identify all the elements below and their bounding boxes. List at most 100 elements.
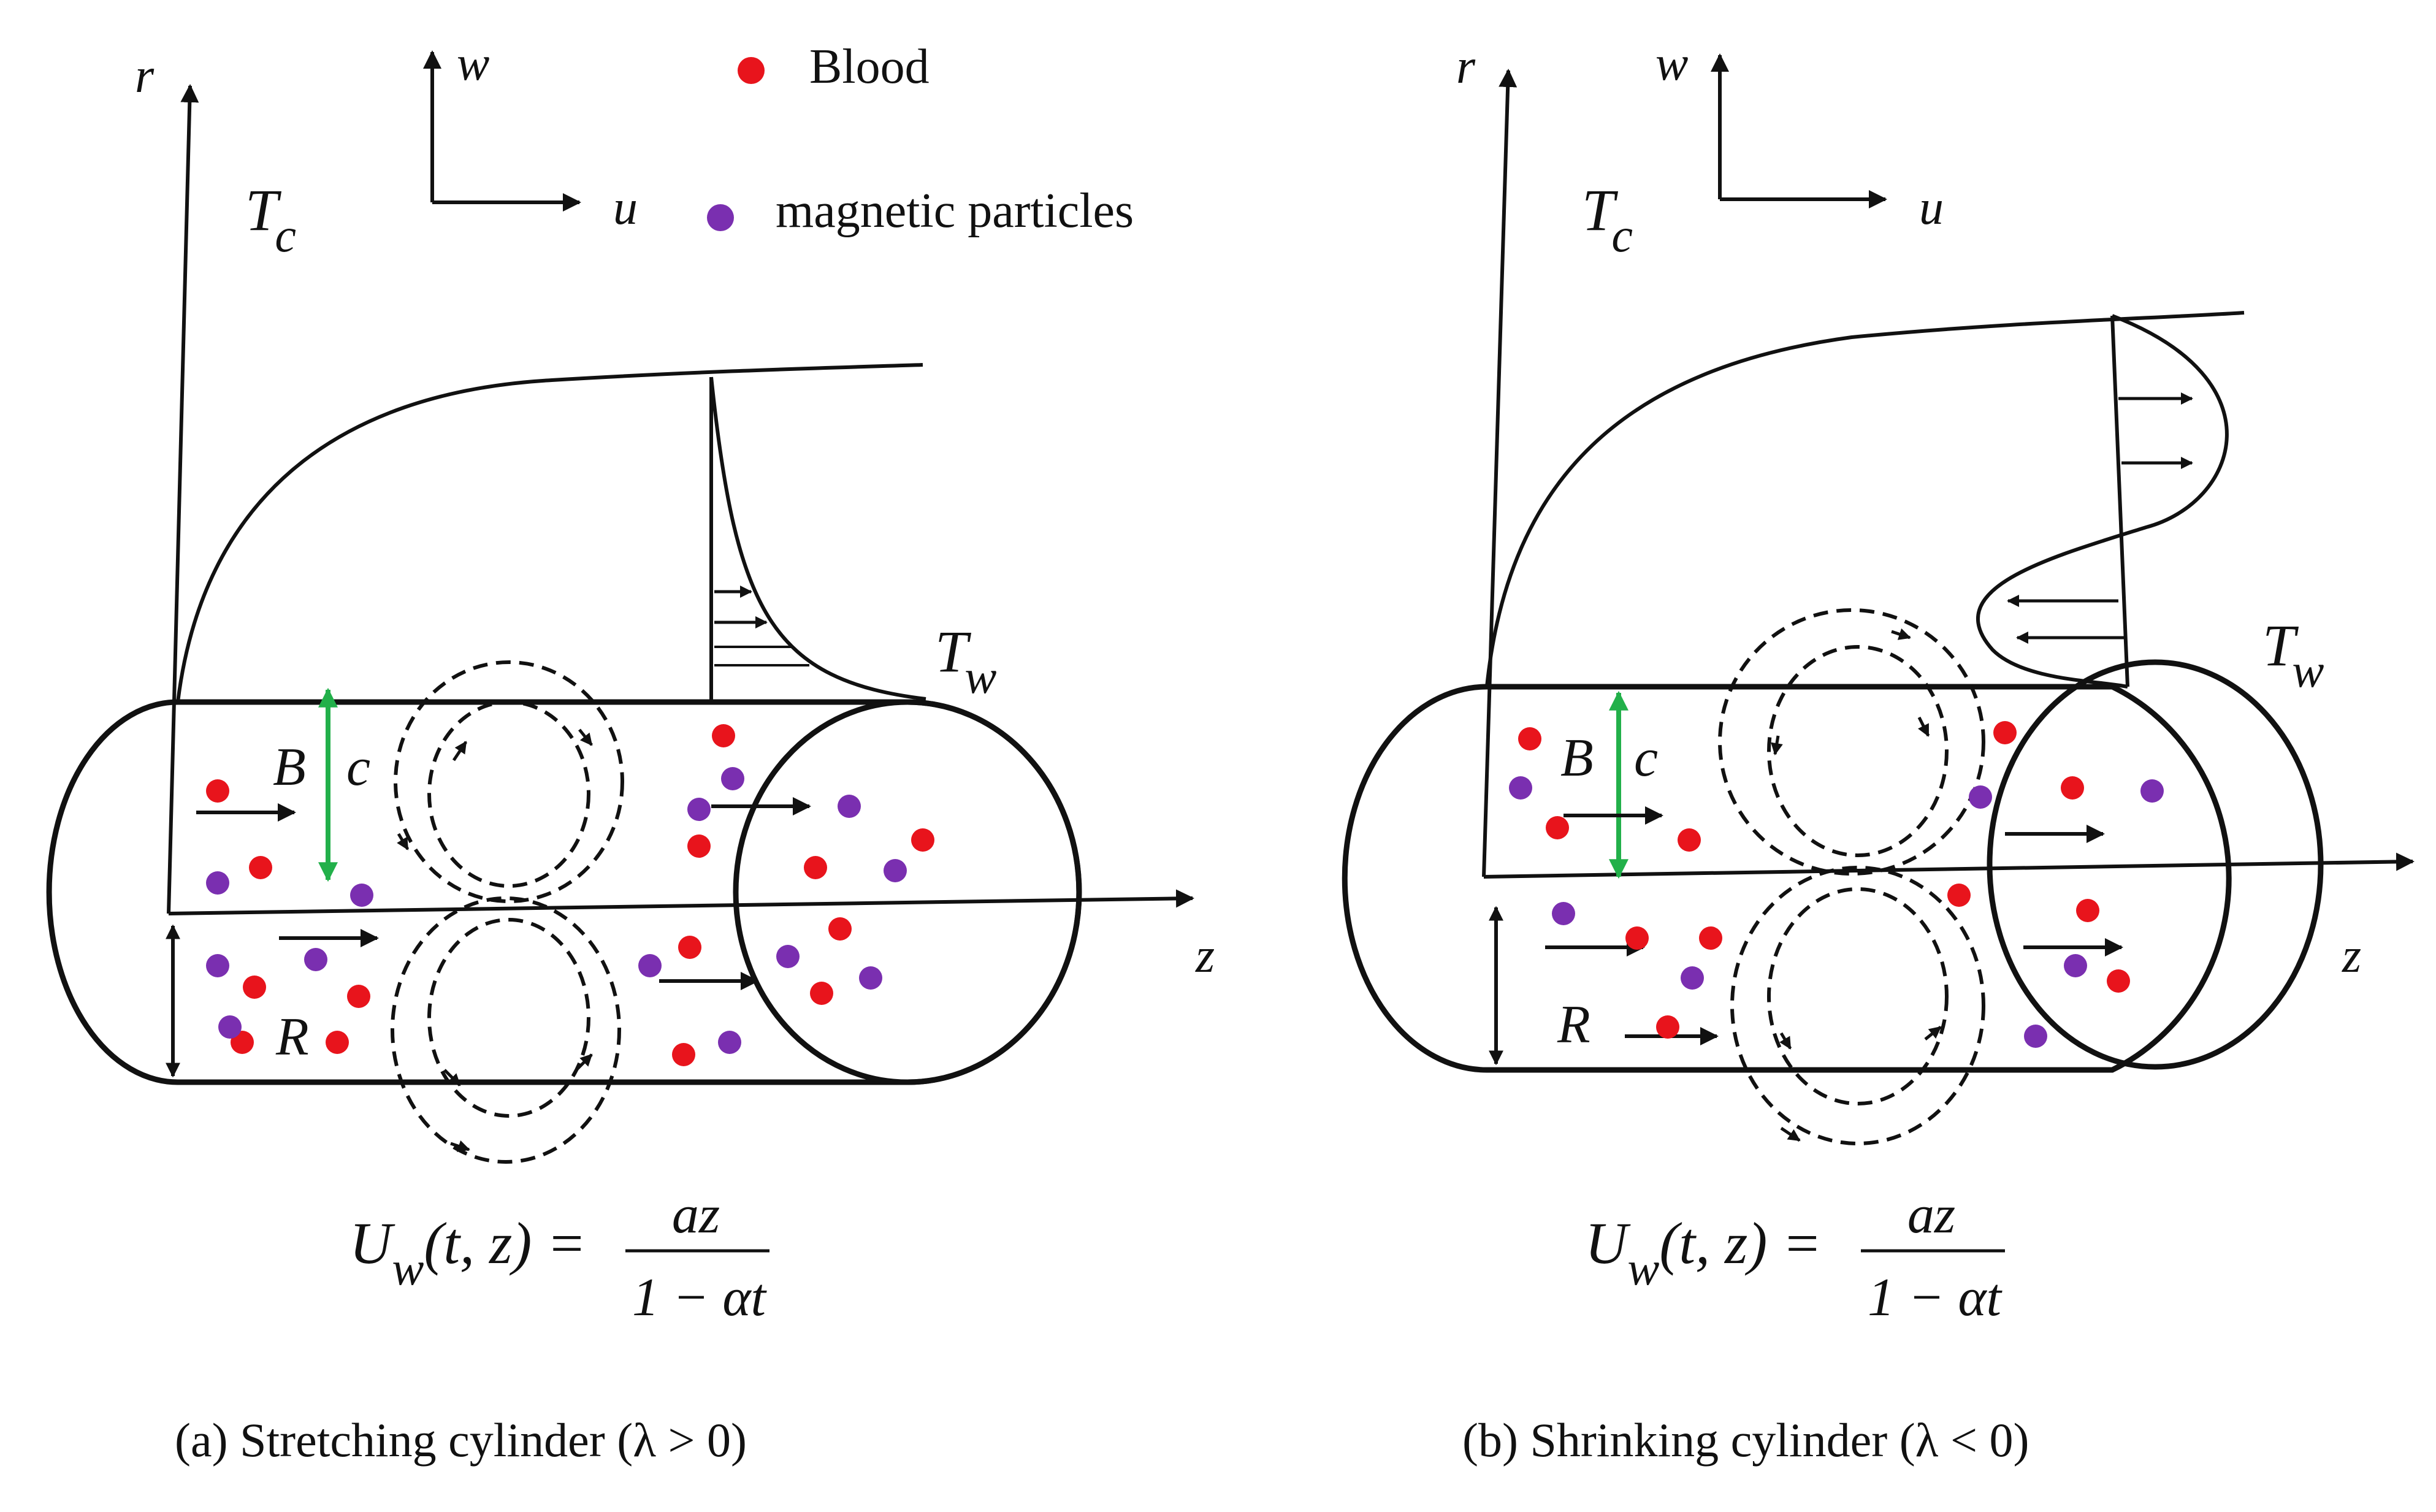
blood-cell [1699,926,1722,950]
svg-text:Uw(t, z) =: Uw(t, z) = [1585,1210,1822,1295]
vortex-arrow-a4 [443,1069,461,1086]
magnetic-particle [206,954,229,977]
svg-text:Uw(t, z) =: Uw(t, z) = [349,1210,586,1295]
vortex-b-upper-outer [1718,608,1985,876]
formula-a: Uw(t, z) = az 1 − αt [349,1185,769,1327]
blood-cell [206,779,229,803]
cylinder-b [1342,684,2232,1073]
caption-a: (a) Stretching cylinder (λ > 0) [175,1413,747,1467]
magnetic-particle [218,1015,242,1039]
magnetic-particle [859,966,882,990]
r-label-b: r [1456,40,1476,94]
blood-cell [1947,884,1971,907]
blood-cell [1518,727,1541,750]
panel-b: r z R B c Tc Tw w u [1342,37,2415,1467]
z-axis-b [1483,852,2415,879]
blood-cell [326,1031,349,1054]
boundary-layer-curve-a [176,363,923,703]
z-label-b: z [2342,929,2361,983]
blood-cell [2076,899,2099,922]
svg-text:az: az [672,1185,720,1245]
magnetic-particle [1509,776,1532,800]
magnetic-particle [1969,785,1992,809]
B-label-a: B [273,738,306,797]
magnetic-particle [1552,902,1575,925]
magnetic-particle [2140,779,2164,803]
magnetic-particles-a [206,767,907,1054]
vortex-a-lower-inner [427,918,590,1118]
legend-particle-swatch [707,204,734,231]
tw-label-b: Tw [2262,613,2324,697]
vortex-arrow-b1 [1891,628,1911,640]
velocity-profile-a [709,376,926,701]
vortex-arrow-b5 [1924,1026,1942,1040]
tc-label-b: Tc [1582,177,1633,262]
w-label-a: w [457,37,489,91]
vortex-arrow-b4 [1779,1032,1792,1050]
B-label-b: B [1560,728,1594,788]
blood-cell [678,936,701,959]
blood-cell [249,856,272,879]
formula-b: Uw(t, z) = az 1 − αt [1585,1185,2005,1327]
vortex-arrow-a2 [578,728,593,746]
blood-cell [243,976,266,999]
magnetic-particle [206,871,229,895]
c-label-a: c [346,738,370,797]
blood-cell [672,1043,695,1066]
blood-cell [1625,926,1649,950]
blood-cell [2061,776,2084,800]
svg-text:az: az [1907,1185,1955,1245]
vortex-arrow-a6 [450,1140,470,1152]
blood-cells-a [206,724,934,1066]
magnetic-particle [350,884,373,907]
vortex-arrow-b6 [1780,1126,1801,1142]
r-axis-b [1482,69,1518,877]
vortex-a-lower-outer [391,896,621,1164]
blood-cell [1678,828,1701,852]
R-label-a: R [275,1007,309,1067]
magnetic-particle [687,798,711,821]
magnetic-particle [838,795,861,818]
tc-label-a: Tc [245,177,296,262]
blood-cell [687,834,711,858]
magnetic-particle [718,1031,741,1054]
profile-base-b [2110,315,2129,687]
legend-blood-swatch [738,57,765,84]
magnetic-particle [884,859,907,882]
blood-cell [911,828,934,852]
magnetic-particle [721,767,744,790]
blood-cell [804,856,827,879]
R-label-b: R [1557,995,1590,1055]
tw-label-a: Tw [935,619,996,703]
caption-b: (b) Shrinking cylinder (λ < 0) [1462,1413,2029,1467]
blood-cell [1656,1015,1679,1039]
vortex-arrow-a3 [397,833,410,850]
legend: Blood magnetic particles [707,40,1134,238]
vortex-b-upper-inner [1767,645,1949,857]
vortex-arrow-a1 [452,741,468,762]
blood-cells-b [1518,721,2130,1039]
magnetic-particle [304,948,327,971]
magnetic-particle [776,945,800,968]
blood-cell [1993,721,2017,744]
blood-cell [828,917,852,941]
c-label-b: c [1634,728,1658,788]
vortex-b-lower-inner [1767,887,1949,1105]
u-label-b: u [1919,181,1944,235]
magnetic-particle [1681,966,1704,990]
r-label-a: r [135,49,155,103]
magnetic-particle [2064,954,2087,977]
cylinder-end-a [733,699,1082,1085]
svg-text:1 − αt: 1 − αt [1868,1268,2003,1327]
vortex-b-lower-outer [1730,866,1985,1145]
blood-cell [1546,816,1569,839]
blood-cell [712,724,735,747]
panel-a: r z R B c Tc Tw w u [46,37,1215,1467]
boundary-layer-curve-b [1485,311,2245,687]
blood-cell [347,985,370,1008]
w-label-b: w [1655,37,1688,91]
u-label-a: u [613,181,638,235]
vortex-arrow-a5 [575,1053,593,1071]
legend-particle-label: magnetic particles [776,184,1134,238]
